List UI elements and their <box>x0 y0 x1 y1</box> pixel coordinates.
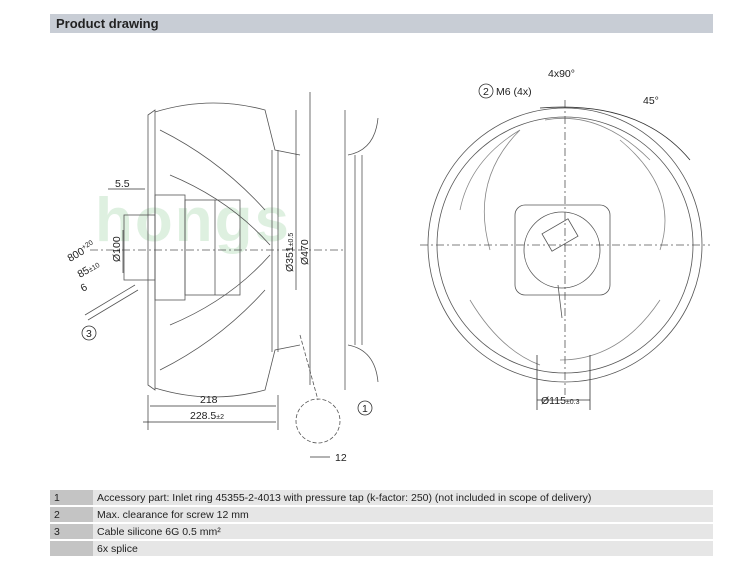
callout-2: 2 <box>483 86 489 98</box>
watermark: hongs <box>95 186 291 255</box>
screw-label: M6 (4x) <box>496 86 532 98</box>
dim-218: 218 <box>200 394 218 406</box>
angle-45: 45° <box>643 95 659 107</box>
callouts: 3 1 2 <box>81 83 494 416</box>
product-drawing: 5.5 800+20 85±10 6 Ø100 Ø351±0.5 Ø470 21… <box>66 68 710 464</box>
side-view <box>84 92 379 458</box>
section-header: Product drawing <box>50 14 713 33</box>
angle-4x90: 4x90° <box>548 68 575 80</box>
dim-12: 12 <box>335 452 347 464</box>
dim-6: 6 <box>79 281 90 294</box>
dim-800: 800+20 <box>66 239 98 264</box>
table-row: 6x splice <box>50 541 713 556</box>
front-view <box>420 100 710 410</box>
dim-228-5: 228.5±2 <box>190 410 224 422</box>
dim-5-5: 5.5 <box>115 178 130 190</box>
dim-d470: Ø470 <box>299 239 311 265</box>
dim-85: 85±10 <box>76 258 102 280</box>
dim-d100: Ø100 <box>111 236 123 262</box>
callout-3: 3 <box>86 328 92 340</box>
callout-1: 1 <box>362 403 368 415</box>
dim-d115: Ø115±0.3 <box>541 395 580 407</box>
dim-d351: Ø351±0.5 <box>284 233 296 272</box>
